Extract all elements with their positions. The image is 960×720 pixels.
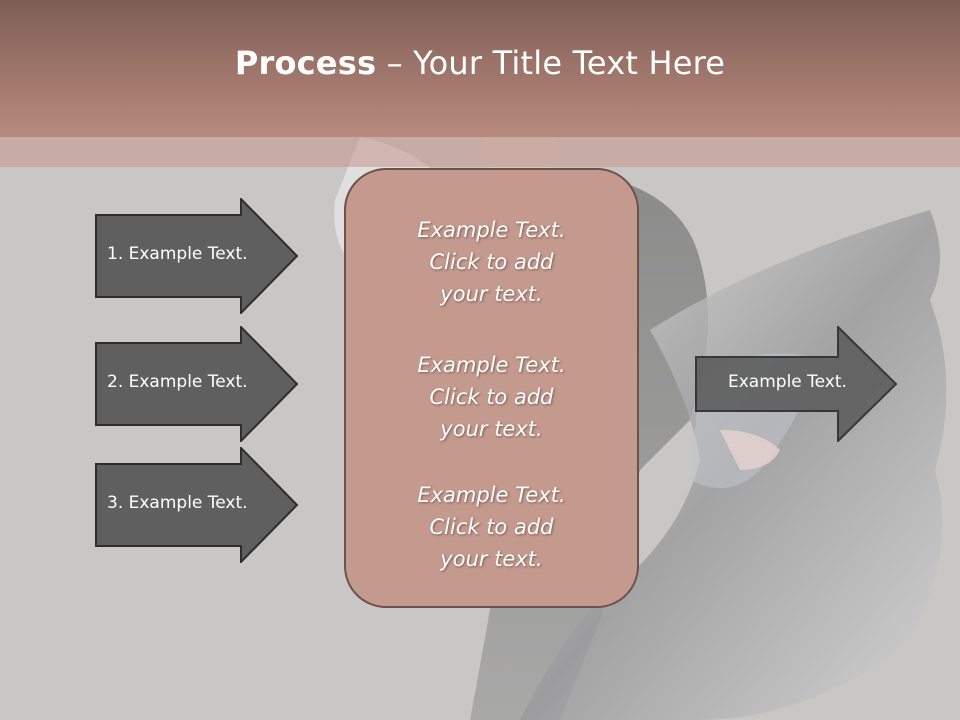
center-item-2: Example Text. Click to add your text. <box>346 349 637 445</box>
arrow-right-icon <box>95 447 299 563</box>
right-arrow-label: Example Text. <box>728 372 847 392</box>
title-rest: – Your Title Text Here <box>376 43 726 82</box>
center-text-box[interactable]: Example Text. Click to add your text. Ex… <box>344 168 639 608</box>
center-item-2-line-1: Example Text. <box>417 353 566 377</box>
right-arrow[interactable]: Example Text. <box>695 326 900 442</box>
title-bold: Process <box>234 43 377 82</box>
left-arrow-3[interactable]: 3. Example Text. <box>95 447 300 563</box>
left-arrow-2[interactable]: 2. Example Text. <box>95 326 300 442</box>
arrow-right-icon <box>95 326 299 442</box>
center-item-1-line-2: Click to add <box>429 250 554 274</box>
center-item-3-line-2: Click to add <box>429 515 554 539</box>
left-arrow-3-label: 3. Example Text. <box>107 493 248 513</box>
center-item-1: Example Text. Click to add your text. <box>346 214 637 310</box>
center-item-1-line-3: your text. <box>440 282 543 306</box>
left-arrow-2-label: 2. Example Text. <box>107 372 248 392</box>
left-arrow-1[interactable]: 1. Example Text. <box>95 198 300 314</box>
center-item-2-line-3: your text. <box>440 417 543 441</box>
title-strip <box>0 137 960 167</box>
slide-title[interactable]: Process – Your Title Text Here <box>235 44 725 82</box>
center-item-1-line-1: Example Text. <box>417 218 566 242</box>
center-item-3-line-1: Example Text. <box>417 483 566 507</box>
arrow-right-icon <box>95 198 299 314</box>
center-item-2-line-2: Click to add <box>429 385 554 409</box>
title-bar: Process – Your Title Text Here <box>0 0 960 137</box>
left-arrow-1-label: 1. Example Text. <box>107 244 248 264</box>
arrow-right-icon <box>695 326 898 442</box>
center-item-3-line-3: your text. <box>440 547 543 571</box>
center-item-3: Example Text. Click to add your text. <box>346 479 637 575</box>
